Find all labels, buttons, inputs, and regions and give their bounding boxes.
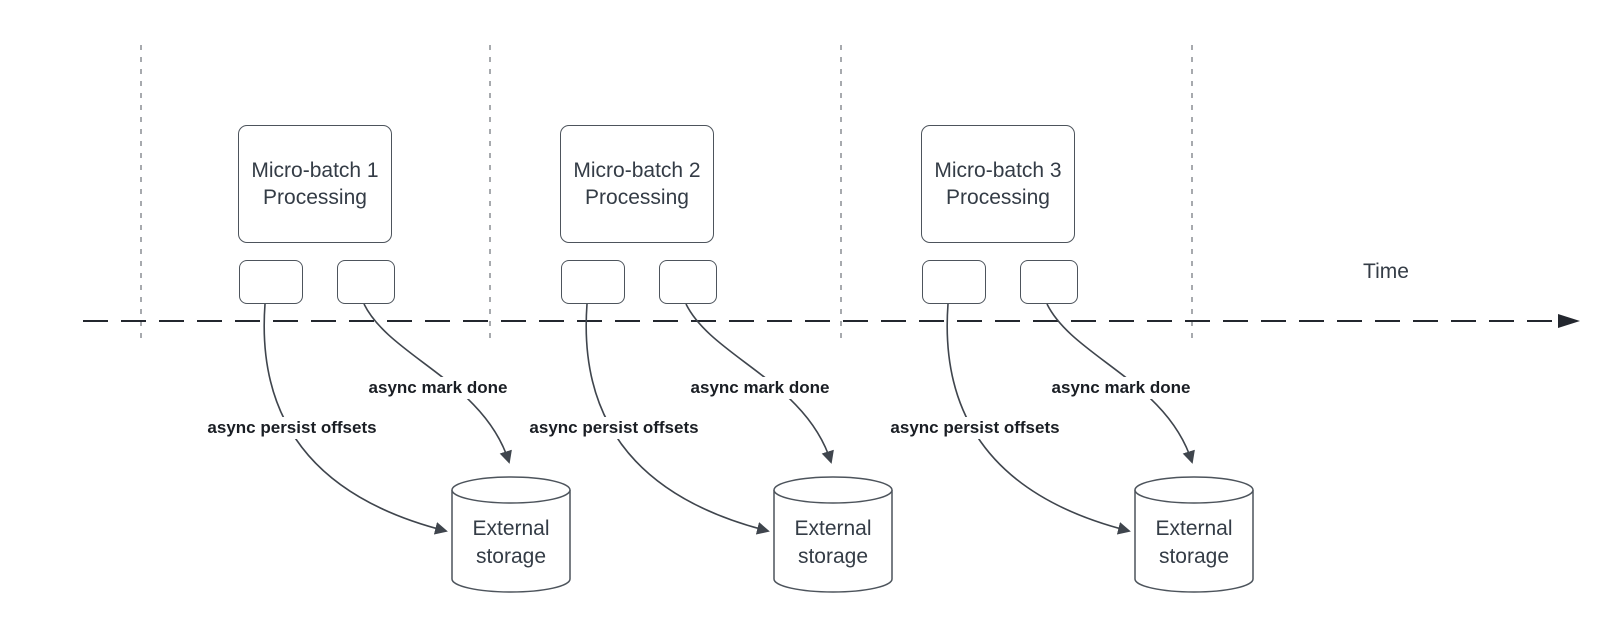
- time-axis-label: Time: [1363, 260, 1409, 283]
- external-storage-label-3: External storage: [1155, 517, 1233, 568]
- micro-batch-2-title: Micro-batch 2 Processing: [573, 159, 701, 209]
- external-storage-label-2: External storage: [794, 517, 872, 568]
- mark-done-task-box-2: [659, 260, 717, 304]
- async-mark-done-label-1: async mark done: [365, 377, 511, 399]
- segment-2-graphics: [585, 303, 893, 593]
- async-persist-offsets-arrow: [263, 303, 448, 535]
- storage-cylinder-top: [1134, 476, 1254, 504]
- time-axis-arrowhead-icon: [1558, 314, 1580, 328]
- persist-offsets-task-box-2: [561, 260, 625, 304]
- storage-cylinder-top: [773, 476, 893, 504]
- storage-cylinder-body: [451, 490, 571, 593]
- storage-cylinder-body: [1134, 490, 1254, 593]
- storage-cylinder-body: [773, 490, 893, 593]
- micro-batch-3-title: Micro-batch 3 Processing: [934, 159, 1062, 209]
- storage-cylinder-top: [451, 476, 571, 504]
- async-persist-offsets-arrow: [585, 303, 770, 535]
- async-mark-done-arrow: [1046, 303, 1195, 464]
- mark-done-task-box-1: [337, 260, 395, 304]
- micro-batch-3-processing-box: Micro-batch 3 Processing: [921, 125, 1075, 243]
- async-mark-done-arrow: [685, 303, 834, 464]
- async-mark-done-arrow: [363, 303, 512, 464]
- persist-offsets-task-box-1: [239, 260, 303, 304]
- async-mark-done-label-3: async mark done: [1048, 377, 1194, 399]
- async-persist-offsets-label-3: async persist offsets: [887, 417, 1063, 439]
- async-persist-offsets-arrow: [946, 303, 1131, 535]
- micro-batch-1-title: Micro-batch 1 Processing: [251, 159, 379, 209]
- async-persist-offsets-label-1: async persist offsets: [204, 417, 380, 439]
- async-mark-done-label-2: async mark done: [687, 377, 833, 399]
- segment-3-graphics: [946, 303, 1254, 593]
- external-storage-label-1: External storage: [472, 517, 550, 568]
- segment-1-graphics: [263, 303, 571, 593]
- micro-batch-2-processing-box: Micro-batch 2 Processing: [560, 125, 714, 243]
- mark-done-task-box-3: [1020, 260, 1078, 304]
- async-persist-offsets-label-2: async persist offsets: [526, 417, 702, 439]
- persist-offsets-task-box-3: [922, 260, 986, 304]
- micro-batch-1-processing-box: Micro-batch 1 Processing: [238, 125, 392, 243]
